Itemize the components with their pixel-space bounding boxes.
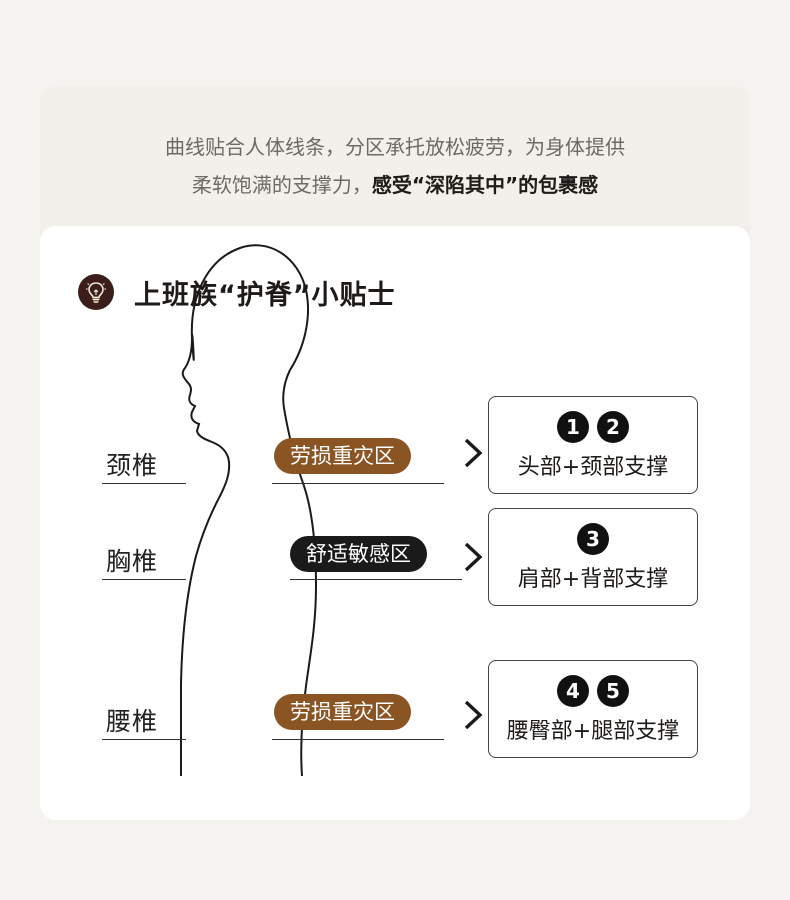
zone-pill-thoracic: 舒适敏感区 xyxy=(290,536,427,572)
head-outline xyxy=(190,244,318,777)
support-label: 肩部+背部支撑 xyxy=(517,567,669,592)
chevron-right-icon xyxy=(464,700,483,730)
support-box-head-neck: 1 2 头部+颈部支撑 xyxy=(488,396,698,494)
info-card: 曲线贴合人体线条，分区承托放松疲劳，为身体提供 柔软饱满的支撑力，感受“深陷其中… xyxy=(40,86,750,820)
number-badge: 4 xyxy=(557,675,589,707)
support-numbers: 3 xyxy=(489,523,697,555)
zone-pill-cervical: 劳损重灾区 xyxy=(274,438,411,474)
support-label: 腰臀部+腿部支撑 xyxy=(506,719,680,744)
support-label: 头部+颈部支撑 xyxy=(517,455,669,480)
intro-line-1: 曲线贴合人体线条，分区承托放松疲劳，为身体提供 xyxy=(165,135,625,159)
intro-line-2: 柔软饱满的支撑力，感受“深陷其中”的包裹感 xyxy=(40,166,750,204)
intro-line-2-plain: 柔软饱满的支撑力， xyxy=(191,173,372,197)
lightbulb-icon xyxy=(78,274,114,310)
region-label-lumbar: 腰椎 xyxy=(106,707,159,736)
tips-header: 上班族“护脊”小贴士 xyxy=(78,274,396,311)
region-underline-lumbar xyxy=(102,739,186,740)
number-badge: 1 xyxy=(557,411,589,443)
support-box-waist-leg: 4 5 腰臀部+腿部支撑 xyxy=(488,660,698,758)
chevron-right-icon xyxy=(464,542,483,572)
body-outline xyxy=(180,333,231,776)
zone-underline-cervical xyxy=(272,483,444,484)
intro-text: 曲线贴合人体线条，分区承托放松疲劳，为身体提供 柔软饱满的支撑力，感受“深陷其中… xyxy=(40,128,750,204)
region-underline-cervical xyxy=(102,483,186,484)
region-underline-thoracic xyxy=(102,579,186,580)
support-box-shoulder-back: 3 肩部+背部支撑 xyxy=(488,508,698,606)
support-numbers: 1 2 xyxy=(489,411,697,443)
region-label-thoracic: 胸椎 xyxy=(106,547,159,576)
number-badge: 2 xyxy=(597,411,629,443)
number-badge: 5 xyxy=(597,675,629,707)
chevron-right-icon xyxy=(464,438,483,468)
support-numbers: 4 5 xyxy=(489,675,697,707)
region-label-cervical: 颈椎 xyxy=(106,451,159,480)
tips-title: 上班族“护脊”小贴士 xyxy=(134,279,396,311)
human-silhouette xyxy=(180,244,318,777)
number-badge: 3 xyxy=(577,523,609,555)
zone-underline-lumbar xyxy=(272,739,444,740)
zone-pill-lumbar: 劳损重灾区 xyxy=(274,694,411,730)
intro-line-2-strong: 感受“深陷其中”的包裹感 xyxy=(371,173,599,197)
zone-underline-thoracic xyxy=(290,579,462,580)
